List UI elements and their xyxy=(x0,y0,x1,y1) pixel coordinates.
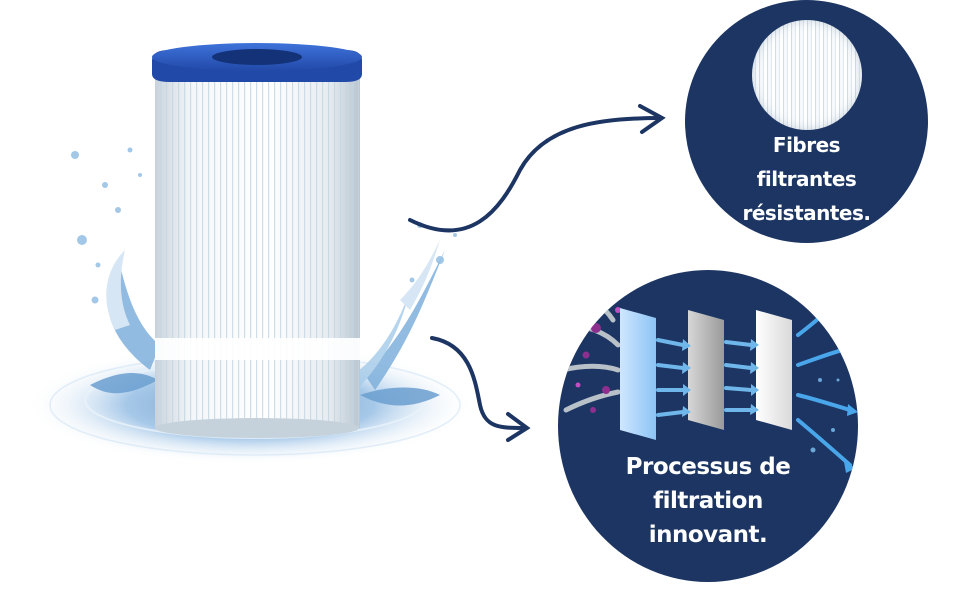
outgoing-flow-arrows-icon xyxy=(796,293,852,467)
process-caption-line-2: filtration xyxy=(653,488,763,514)
flow-arrows-icon xyxy=(656,338,753,417)
process-callout: Processus de filtration innovant. xyxy=(558,270,858,582)
curved-arrow-bottom-icon xyxy=(430,336,531,442)
water-droplets xyxy=(71,147,457,304)
filter-layer-1-icon xyxy=(620,308,656,440)
curved-arrow-top-icon xyxy=(408,104,666,233)
filtration-process-diagram xyxy=(560,287,858,473)
filter-layer-3-icon xyxy=(756,310,792,430)
process-caption-line-1: Processus de xyxy=(625,454,791,480)
water-splash-icon xyxy=(90,240,445,406)
process-caption: Processus de filtration innovant. xyxy=(558,450,858,552)
filter-layer-2-icon xyxy=(688,310,724,430)
fibers-caption-line-2: filtrantes xyxy=(756,167,857,191)
filter-band xyxy=(155,338,360,360)
fibers-caption-line-3: résistantes. xyxy=(742,201,871,225)
fibers-caption: Fibres filtrantes résistantes. xyxy=(685,128,928,230)
fibers-caption-line-1: Fibres xyxy=(772,133,841,157)
incoming-flow-arrows-icon xyxy=(560,287,621,413)
fiber-closeup-image xyxy=(752,20,862,130)
process-caption-line-3: innovant. xyxy=(648,522,768,548)
fibers-callout: Fibres filtrantes résistantes. xyxy=(685,0,928,243)
particles-icon xyxy=(575,307,621,413)
pool-filter-cartridge-icon xyxy=(152,43,362,438)
